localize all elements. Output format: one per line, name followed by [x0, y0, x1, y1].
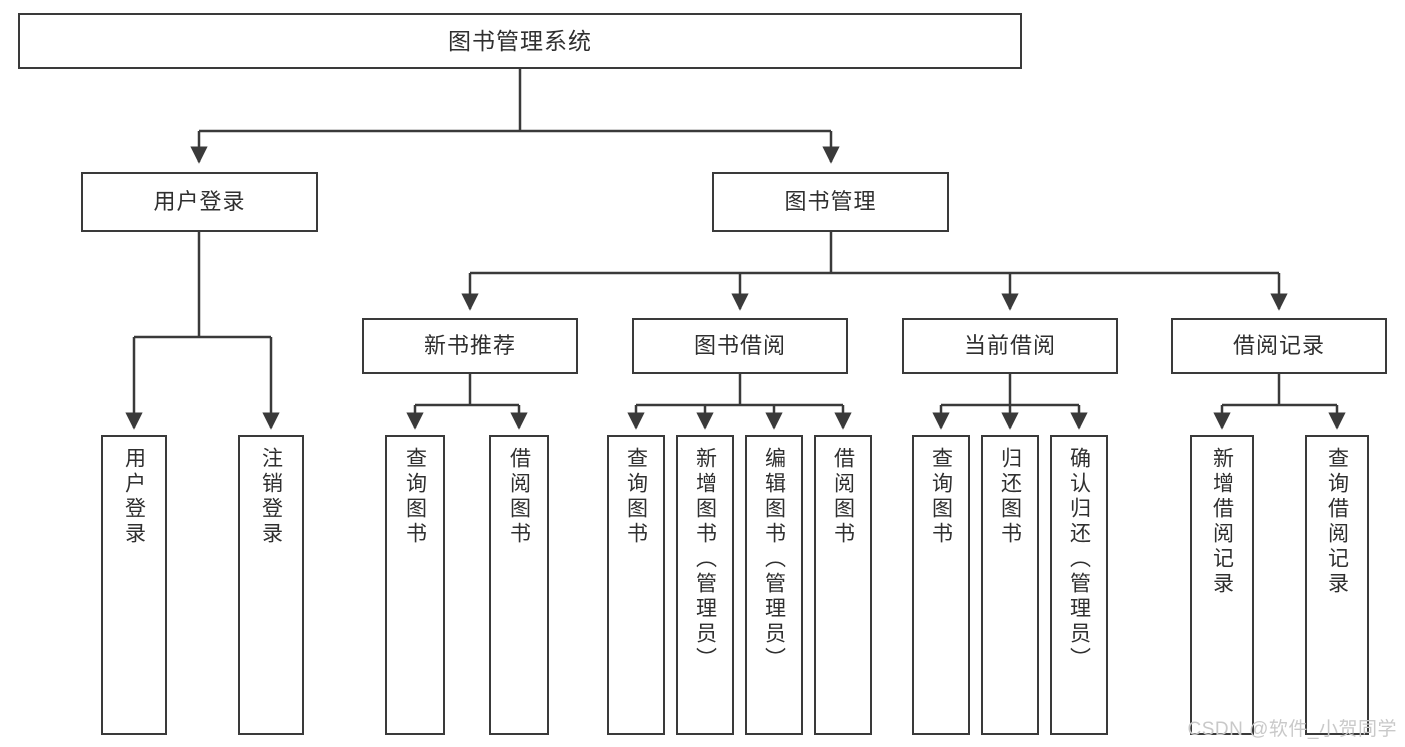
node-leaf-borrow-book-1[interactable]: 借阅图书 — [489, 435, 549, 735]
node-leaf-logout-login-label: 注销登录 — [259, 447, 283, 547]
node-leaf-borrow-book-2[interactable]: 借阅图书 — [814, 435, 872, 735]
node-current-borrow-label: 当前借阅 — [963, 333, 1056, 359]
node-leaf-query-book-3-label: 查询图书 — [929, 447, 953, 547]
node-leaf-edit-book-label: 编辑图书（管理员） — [762, 447, 786, 672]
node-leaf-query-book-1[interactable]: 查询图书 — [385, 435, 445, 735]
node-leaf-user-login[interactable]: 用户登录 — [101, 435, 167, 735]
node-leaf-query-book-3[interactable]: 查询图书 — [912, 435, 970, 735]
node-leaf-add-book-label: 新增图书（管理员） — [693, 447, 717, 672]
node-leaf-return-book-label: 归还图书 — [998, 447, 1022, 547]
node-leaf-add-record[interactable]: 新增借阅记录 — [1190, 435, 1254, 735]
node-user-login[interactable]: 用户登录 — [81, 172, 318, 232]
node-leaf-query-book-1-label: 查询图书 — [403, 447, 427, 547]
node-user-login-label: 用户登录 — [153, 189, 246, 215]
node-leaf-add-record-label: 新增借阅记录 — [1210, 447, 1234, 597]
node-root[interactable]: 图书管理系统 — [18, 13, 1022, 69]
node-leaf-user-login-label: 用户登录 — [122, 447, 146, 547]
node-root-label: 图书管理系统 — [448, 27, 592, 54]
node-book-borrow-label: 图书借阅 — [693, 333, 786, 359]
node-leaf-query-record-label: 查询借阅记录 — [1325, 447, 1349, 597]
node-borrow-record-label: 借阅记录 — [1232, 333, 1325, 359]
node-leaf-confirm-return[interactable]: 确认归还（管理员） — [1050, 435, 1108, 735]
node-book-borrow[interactable]: 图书借阅 — [632, 318, 848, 374]
node-leaf-borrow-book-1-label: 借阅图书 — [507, 447, 531, 547]
node-new-book-recommend[interactable]: 新书推荐 — [362, 318, 578, 374]
node-book-manage[interactable]: 图书管理 — [712, 172, 949, 232]
node-leaf-confirm-return-label: 确认归还（管理员） — [1067, 447, 1091, 672]
node-leaf-borrow-book-2-label: 借阅图书 — [831, 447, 855, 547]
node-current-borrow[interactable]: 当前借阅 — [902, 318, 1118, 374]
node-book-manage-label: 图书管理 — [784, 189, 877, 215]
node-leaf-query-book-2[interactable]: 查询图书 — [607, 435, 665, 735]
node-leaf-edit-book[interactable]: 编辑图书（管理员） — [745, 435, 803, 735]
node-new-book-recommend-label: 新书推荐 — [423, 333, 516, 359]
node-leaf-query-record[interactable]: 查询借阅记录 — [1305, 435, 1369, 735]
watermark-text: CSDN @软件_小贺同学 — [1187, 719, 1397, 740]
node-leaf-logout-login[interactable]: 注销登录 — [238, 435, 304, 735]
node-leaf-query-book-2-label: 查询图书 — [624, 447, 648, 547]
node-borrow-record[interactable]: 借阅记录 — [1171, 318, 1387, 374]
node-leaf-return-book[interactable]: 归还图书 — [981, 435, 1039, 735]
node-leaf-add-book[interactable]: 新增图书（管理员） — [676, 435, 734, 735]
